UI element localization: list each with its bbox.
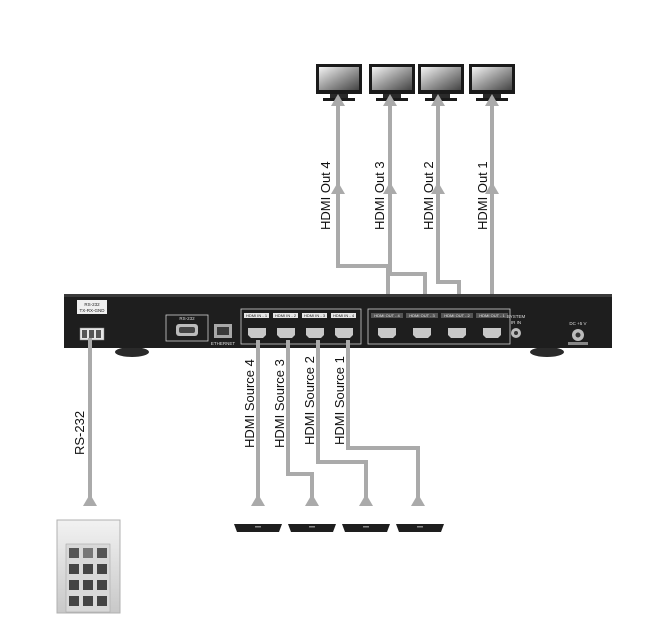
ethernet-port: ETHERNET — [211, 324, 236, 346]
rs232-terminal-block: RS-232 TX-RX-GND — [77, 300, 107, 341]
hdmi-out-2-port-label: HDMI OUT - 2 — [444, 313, 470, 318]
hdmi-output-panel: HDMI OUT - 4 HDMI OUT - 3 HDMI OUT - 2 H… — [367, 308, 511, 345]
hdmi-in-4-port — [335, 328, 353, 338]
tv-monitor-1 — [469, 64, 515, 101]
hdmi-out-3-port — [413, 328, 431, 338]
arrow-rs232 — [83, 494, 97, 506]
source-device-2 — [342, 524, 390, 532]
hdmi-matrix-device: RS-232 TX-RX-GND RS-232 ETHERNET — [64, 294, 612, 357]
ethernet-label: ETHERNET — [211, 341, 236, 346]
hdmi-out-2-port — [448, 328, 466, 338]
rs232-terminal-title: RS-232 — [84, 302, 100, 307]
arrow-out-4 — [331, 94, 345, 106]
arrow-out-3 — [383, 94, 397, 106]
hdmi-out-1-label: HDMI Out 1 — [475, 161, 490, 230]
hdmi-in-3-port-label: HDMI IN - 3 — [304, 313, 326, 318]
arrow-out-4b — [331, 182, 345, 194]
hdmi-input-panel: HDMI IN - 1 HDMI IN - 2 HDMI IN - 3 HDMI… — [240, 308, 362, 345]
arrow-out-2 — [431, 94, 445, 106]
arrow-in-2 — [359, 494, 373, 506]
hdmi-out-2-label: HDMI Out 2 — [421, 161, 436, 230]
dc-label: DC +5 V — [569, 321, 586, 326]
cable-in-2 — [316, 340, 368, 505]
rs232-terminal-pins: TX-RX-GND — [80, 308, 106, 313]
cable-in-3 — [286, 340, 314, 505]
tv-monitor-2 — [418, 64, 464, 101]
tv-monitor-3 — [369, 64, 415, 101]
system-label: SYSTEM — [507, 314, 526, 319]
wall-control-panel — [56, 519, 121, 614]
rs232-label: RS-232 — [72, 411, 87, 455]
ir-in-label: IR IN — [511, 320, 521, 325]
hdmi-in-1-port-label: HDMI IN - 1 — [246, 313, 268, 318]
source-device-1 — [396, 524, 444, 532]
hdmi-out-4-port-label: HDMI OUT - 4 — [374, 313, 400, 318]
hdmi-in-1-port — [248, 328, 266, 338]
hdmi-source-2-label: HDMI Source 2 — [302, 356, 317, 445]
system-ir-port: SYSTEM IR IN — [507, 314, 526, 338]
cable-out-3 — [388, 100, 427, 296]
hdmi-out-1-port — [483, 328, 501, 338]
hdmi-out-4-port — [378, 328, 396, 338]
hdmi-source-4-label: HDMI Source 4 — [242, 359, 257, 448]
hdmi-source-1-label: HDMI Source 1 — [332, 356, 347, 445]
hdmi-out-1-port-label: HDMI OUT - 1 — [479, 313, 505, 318]
hdmi-in-2-port-label: HDMI IN - 2 — [275, 313, 297, 318]
arrow-out-3b — [383, 182, 397, 194]
db9-label: RS-232 — [179, 316, 195, 321]
hdmi-in-3-port — [306, 328, 324, 338]
dc-power-port: DC +5 V — [568, 321, 588, 345]
hdmi-in-2-port — [277, 328, 295, 338]
source-device-4 — [234, 524, 282, 532]
hdmi-out-4-label: HDMI Out 4 — [318, 161, 333, 230]
hdmi-out-3-label: HDMI Out 3 — [372, 161, 387, 230]
arrow-out-2b — [431, 182, 445, 194]
tv-monitor-4 — [316, 64, 362, 101]
cable-in-1 — [346, 340, 420, 505]
db9-port: RS-232 — [165, 314, 209, 342]
hdmi-out-3-port-label: HDMI OUT - 3 — [409, 313, 435, 318]
arrow-in-4 — [251, 494, 265, 506]
hdmi-source-3-label: HDMI Source 3 — [272, 359, 287, 448]
arrow-out-1 — [485, 94, 499, 106]
hdmi-in-4-port-label: HDMI IN - 4 — [333, 313, 355, 318]
arrow-out-1b — [485, 182, 499, 194]
arrow-in-1 — [411, 494, 425, 506]
source-device-3 — [288, 524, 336, 532]
cable-out-2 — [436, 100, 461, 296]
arrow-in-3 — [305, 494, 319, 506]
